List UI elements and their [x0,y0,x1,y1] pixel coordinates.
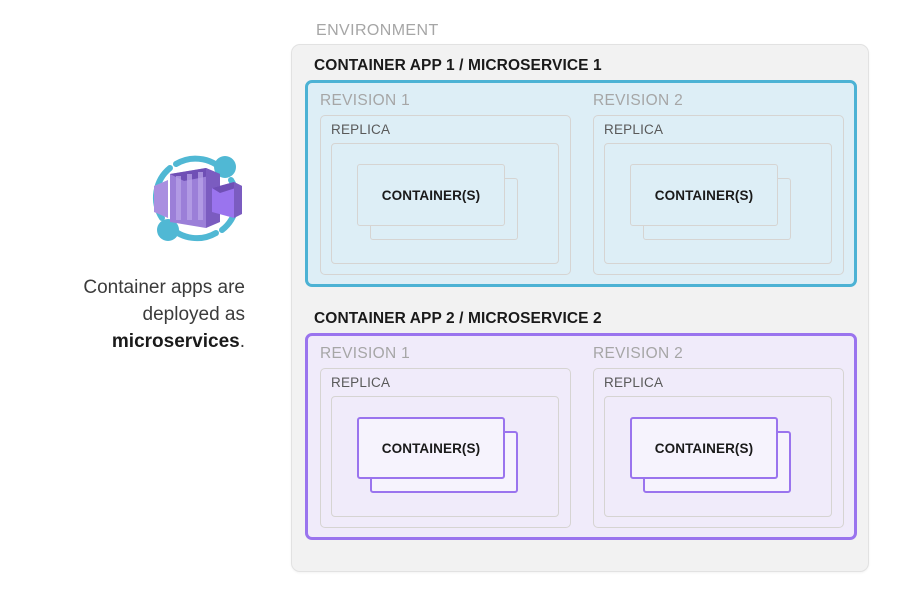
app-2-revision-1-container-box-front: CONTAINER(S) [357,417,505,479]
app-2-revision-2-container-host: CONTAINER(S) [604,396,832,517]
container-app-2-block: CONTAINER APP 2 / MICROSERVICE 2 REVISIO… [305,310,857,540]
app-1-revision-1-replica-label: REPLICA [331,122,391,137]
explanation-column: Container apps are deployed as microserv… [0,0,280,598]
app-2-revision-2-label: REVISION 2 [593,345,683,362]
app-2-revision-2-container-box-front: CONTAINER(S) [630,417,778,479]
app-1-revision-2-replica: REPLICA CONTAINER(S) [593,115,844,275]
app-1-revision-2-container-label: CONTAINER(S) [654,187,754,203]
app-1-revision-2-label: REVISION 2 [593,92,683,109]
environment-box: CONTAINER APP 1 / MICROSERVICE 1 REVISIO… [291,44,869,572]
app-1-revision-1: REVISION 1 REPLICA CONTAINER(S) [308,83,581,284]
caption-text: Container apps are deployed as microserv… [20,274,245,355]
app-1-revision-1-container-stack: CONTAINER(S) [357,164,518,242]
app-2-revision-1-label: REVISION 1 [320,345,410,362]
app-2-revision-2-container-label: CONTAINER(S) [654,440,754,456]
azure-container-apps-icon [140,142,252,254]
caption-line-1: Container apps are [83,277,245,298]
app-2-revision-2-container-stack: CONTAINER(S) [630,417,791,495]
caption-line-2: deployed as [142,304,245,325]
app-2-revision-2-replica-label: REPLICA [604,375,664,390]
app-1-revision-1-container-host: CONTAINER(S) [331,143,559,264]
app-2-revision-2-replica: REPLICA CONTAINER(S) [593,368,844,528]
app-1-revision-2-container-stack: CONTAINER(S) [630,164,791,242]
app-1-revision-2: REVISION 2 REPLICA CONTAINER(S) [581,83,854,284]
app-2-revision-1-replica: REPLICA CONTAINER(S) [320,368,571,528]
app-2-revision-1-container-host: CONTAINER(S) [331,396,559,517]
environment-label: ENVIRONMENT [316,22,439,39]
app-2-revision-1: REVISION 1 REPLICA CONTAINER(S) [308,336,581,537]
app-1-revision-2-container-box-front: CONTAINER(S) [630,164,778,226]
app-2-revision-2: REVISION 2 REPLICA CONTAINER(S) [581,336,854,537]
caption-emphasis: microservices [111,331,240,352]
container-app-1-title: CONTAINER APP 1 / MICROSERVICE 1 [314,57,602,74]
app-2-revision-1-container-stack: CONTAINER(S) [357,417,518,495]
app-1-revision-2-replica-label: REPLICA [604,122,664,137]
app-1-revision-1-container-label: CONTAINER(S) [381,187,481,203]
app-1-revision-1-replica: REPLICA CONTAINER(S) [320,115,571,275]
app-1-revision-2-container-host: CONTAINER(S) [604,143,832,264]
app-1-revision-1-container-box-front: CONTAINER(S) [357,164,505,226]
app-2-revision-1-container-label: CONTAINER(S) [381,440,481,456]
container-app-2-title: CONTAINER APP 2 / MICROSERVICE 2 [314,310,602,327]
app-1-revision-1-label: REVISION 1 [320,92,410,109]
container-app-2-panel: REVISION 1 REPLICA CONTAINER(S) REVISION [305,333,857,540]
container-app-1-block: CONTAINER APP 1 / MICROSERVICE 1 REVISIO… [305,57,857,287]
container-app-1-panel: REVISION 1 REPLICA CONTAINER(S) REVISION [305,80,857,287]
azure-container-apps-icon-svg [153,155,242,242]
caption-period: . [239,331,245,352]
app-2-revision-1-replica-label: REPLICA [331,375,391,390]
